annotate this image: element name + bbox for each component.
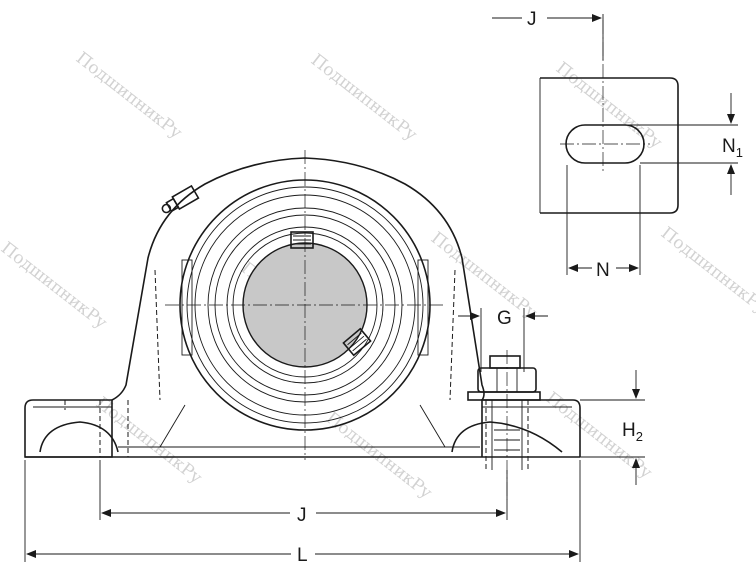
left-foot-cavity: [39, 421, 119, 453]
left-snap-ring-slot: [181, 259, 193, 356]
dim-label-G: G: [497, 308, 512, 329]
right-snap-ring-slot: [417, 259, 429, 356]
watermark-1: ПодшипникРу: [72, 48, 186, 143]
hidden-edges-right: [449, 269, 456, 401]
watermark-9: ПодшипникРу: [322, 408, 436, 503]
dim-label-J-top: J: [527, 9, 537, 30]
left-bolt-hole-hidden: [99, 400, 129, 457]
mounting-bolt-right: [467, 350, 541, 500]
watermark-3: ПодшипникРу: [552, 58, 666, 153]
bolt-head: [489, 355, 521, 369]
mounting-slot: [565, 124, 645, 164]
dim-label-L: L: [297, 545, 308, 566]
housing-front-view: [24, 150, 581, 500]
housing-base-right: [481, 399, 581, 457]
dimensions: J N1 N G H2 J L: [24, 9, 743, 566]
grease-nipple: [161, 184, 200, 214]
dim-label-J-bottom: J: [297, 505, 307, 526]
dim-label-H2: H2: [622, 420, 643, 444]
right-foot-cavity: [451, 421, 563, 453]
set-screw-top-thread: [293, 235, 311, 245]
hidden-edges-left: [64, 269, 161, 410]
watermark-2: ПодшипникРу: [307, 50, 421, 145]
slot-view-outline: [540, 77, 679, 214]
washer: [467, 391, 541, 401]
set-screw-angled: [342, 327, 372, 357]
watermark-4: ПодшипникРу: [0, 238, 111, 333]
bolt-hidden: [485, 400, 529, 470]
dim-label-N: N: [596, 260, 610, 281]
dim-label-N1: N1: [722, 136, 743, 160]
watermark-7: ПодшипникРу: [657, 223, 756, 318]
web-line-left: [159, 404, 186, 448]
housing-base: [24, 399, 113, 458]
web-line-right: [419, 404, 446, 448]
set-screw-top: [290, 231, 314, 249]
